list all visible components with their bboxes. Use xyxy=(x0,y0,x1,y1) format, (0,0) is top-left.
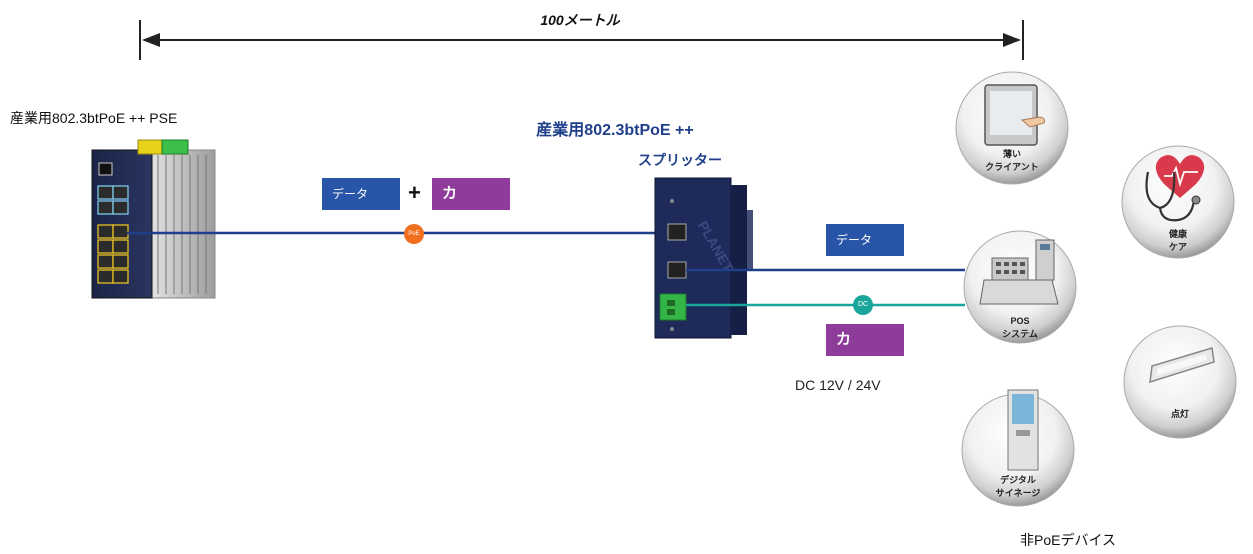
pos-system-line1: POS xyxy=(1010,316,1030,326)
dc-badge-text: DC xyxy=(857,301,869,308)
distance-arrow xyxy=(139,20,1024,60)
health-care-bubble xyxy=(1121,145,1235,259)
lighting-line1: 点灯 xyxy=(1170,409,1189,419)
lighting-bubble xyxy=(1123,325,1237,439)
poe-badge: PoE xyxy=(404,224,424,244)
output-power-tag: カ xyxy=(826,324,904,356)
pse-switch-image xyxy=(91,139,216,299)
digital-signage-bubble xyxy=(961,389,1075,507)
input-data-tag: データ xyxy=(322,178,400,210)
pos-system-line2: システム xyxy=(1002,329,1038,339)
pos-system-bubble xyxy=(963,230,1077,344)
lighting-label: 点灯 xyxy=(1140,408,1220,421)
thin-client-label: 薄い クライアント xyxy=(972,148,1052,174)
digital-signage-label: デジタル サイネージ xyxy=(978,474,1058,500)
input-power-tag: カ xyxy=(432,178,510,210)
pos-system-label: POS システム xyxy=(980,315,1060,341)
splitter-title: 産業用802.3btPoE ++ xyxy=(536,122,694,139)
dc-voltage-label: DC 12V / 24V xyxy=(795,377,881,393)
splitter-subtitle: スプリッター xyxy=(638,152,722,168)
digital-signage-line1: デジタル xyxy=(1000,475,1036,485)
non-poe-devices-label: 非PoEデバイス xyxy=(1020,532,1117,548)
health-care-line2: ケア xyxy=(1168,242,1187,252)
thin-client-line2: クライアント xyxy=(985,162,1039,172)
poe-badge-text: PoE xyxy=(408,231,420,237)
thin-client-line1: 薄い xyxy=(1002,149,1021,159)
digital-signage-line2: サイネージ xyxy=(995,488,1041,498)
health-care-line1: 健康 xyxy=(1168,229,1187,239)
health-care-label: 健康 ケア xyxy=(1138,228,1218,254)
plus-sign: + xyxy=(408,180,421,205)
distance-label: 100メートル xyxy=(540,12,620,28)
pse-label: 産業用802.3btPoE ++ PSE xyxy=(10,110,178,126)
dc-badge: DC xyxy=(853,295,873,315)
splitter-device-image: PLANET xyxy=(654,177,753,339)
thin-client-bubble xyxy=(955,71,1069,185)
output-data-tag: データ xyxy=(826,224,904,256)
